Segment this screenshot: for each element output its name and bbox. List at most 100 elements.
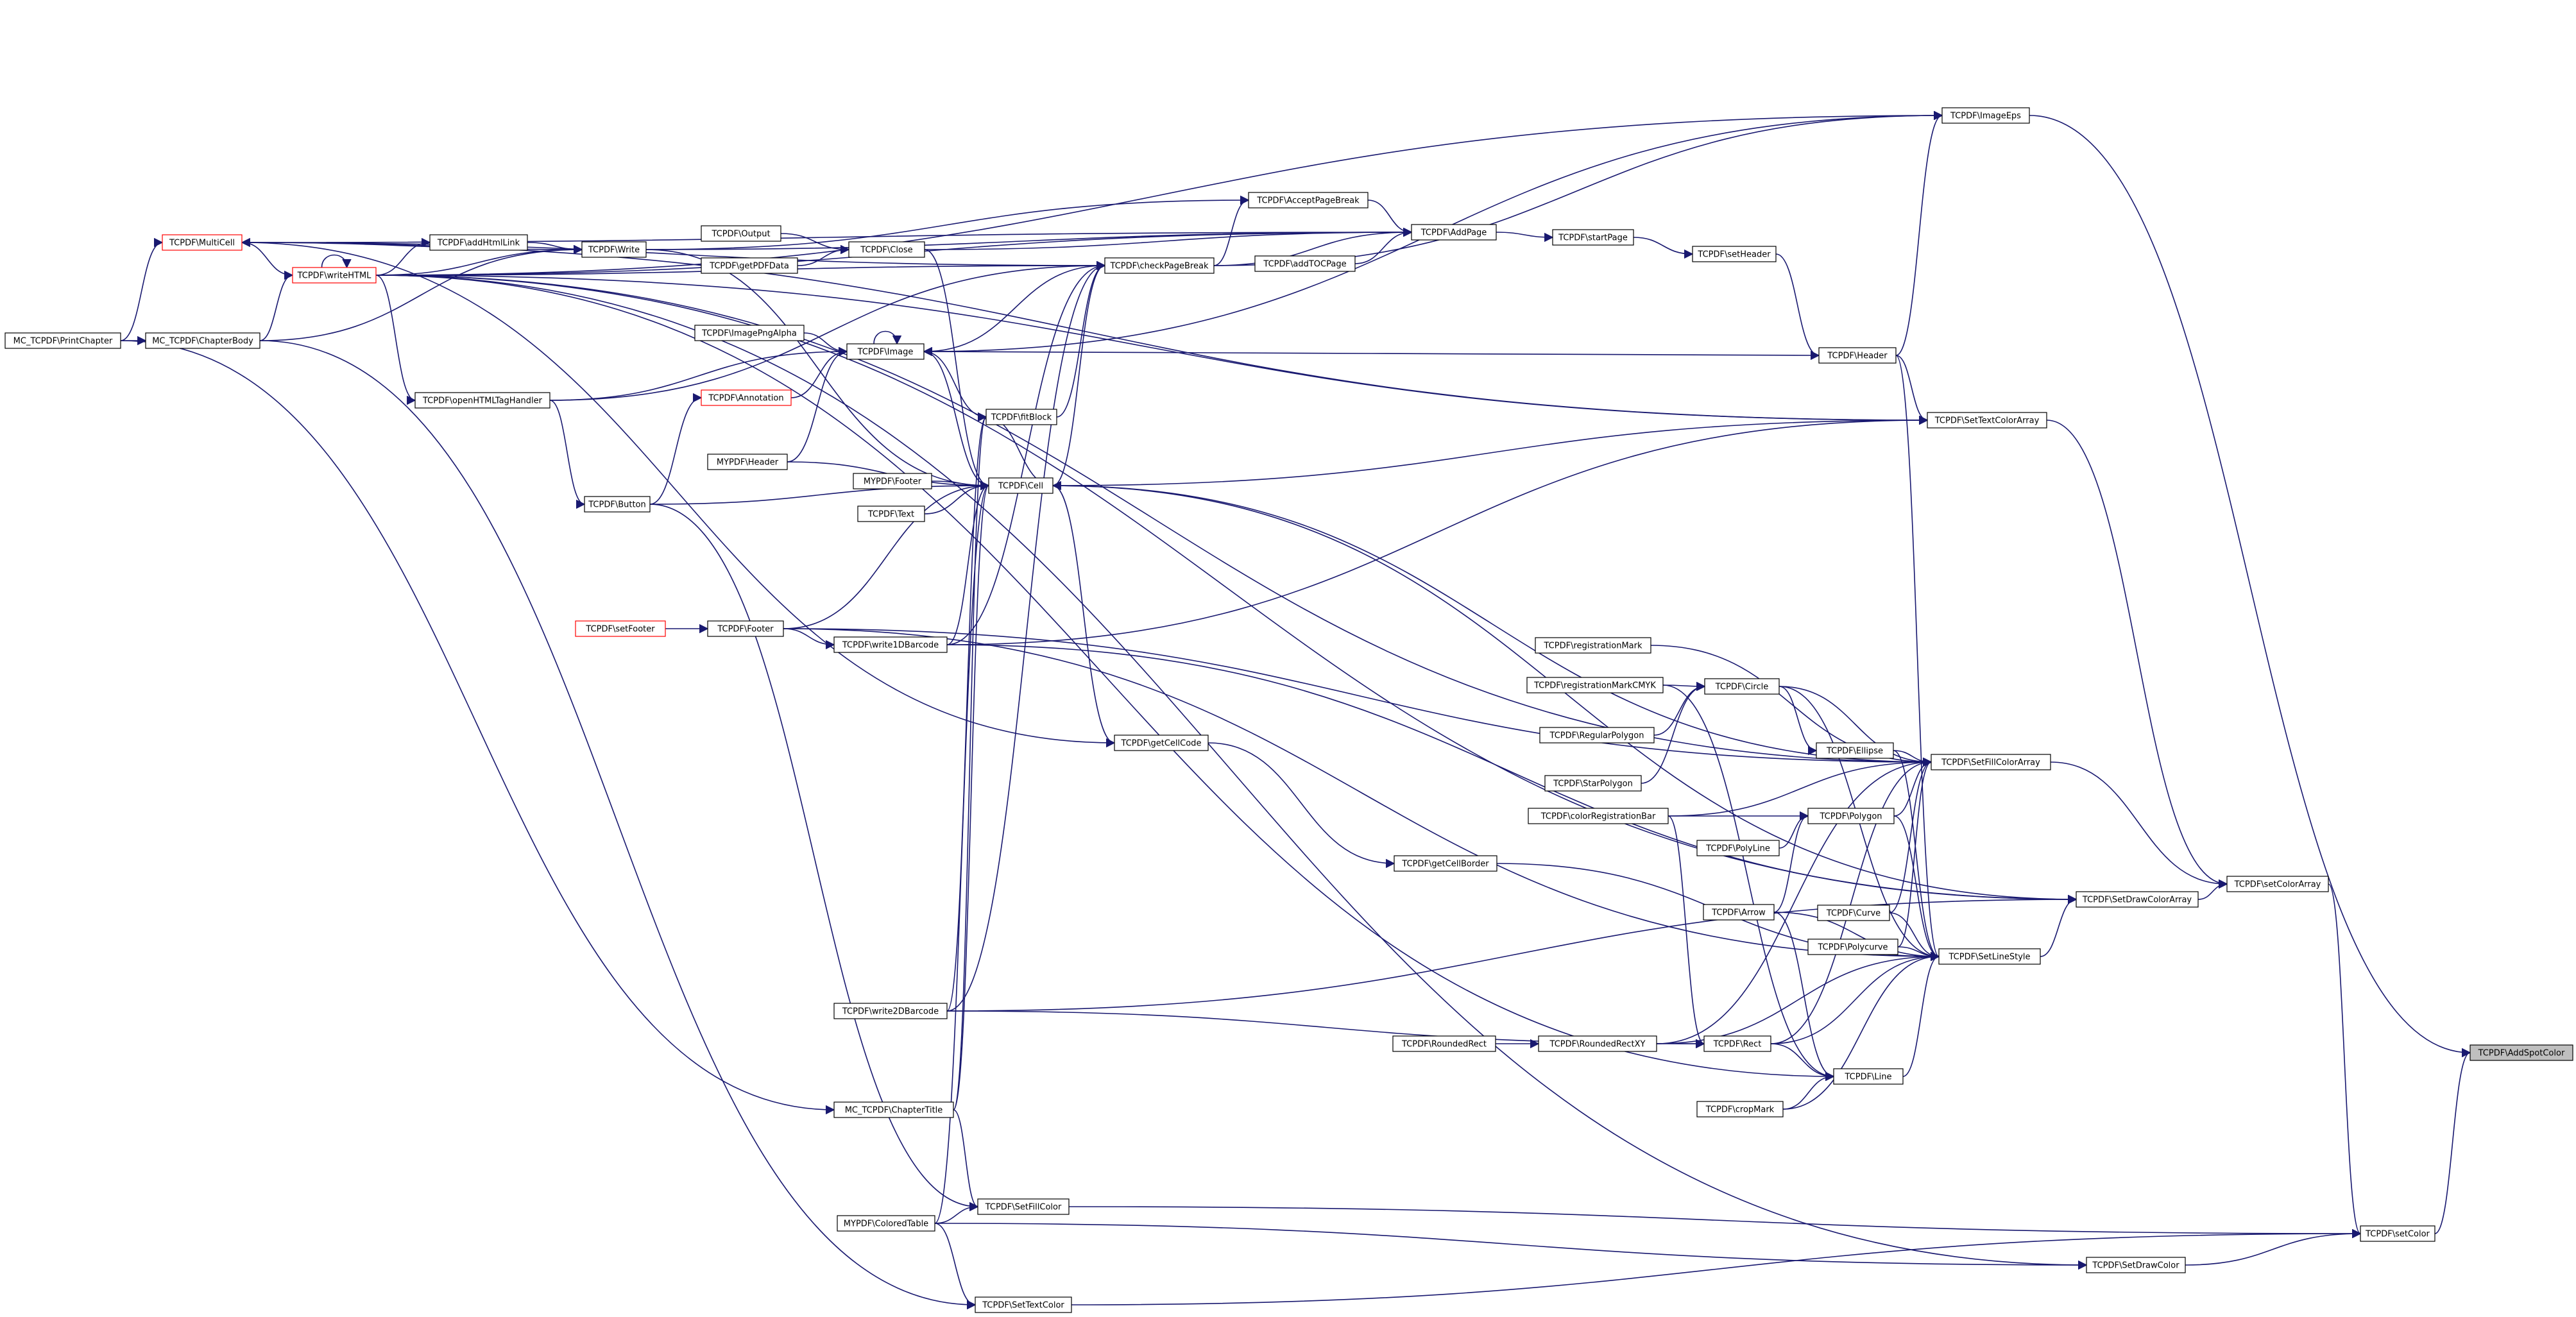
node-chaptertitle[interactable]: MC_TCPDF\ChapterTitle xyxy=(833,1101,954,1118)
node-startpage[interactable]: TCPDF\startPage xyxy=(1552,229,1634,246)
node-acceptpagebreak[interactable]: TCPDF\AcceptPageBreak xyxy=(1248,192,1369,208)
node-settextcolor[interactable]: TCPDF\SetTextColor xyxy=(975,1296,1072,1313)
node-circle[interactable]: TCPDF\Circle xyxy=(1704,678,1780,695)
call-edge-ellipse-to-setlinestyle xyxy=(1893,750,1940,962)
call-edge-coloredtable-to-settextcolor xyxy=(934,1223,977,1310)
node-addhtmllink[interactable]: TCPDF\addHtmlLink xyxy=(429,234,528,251)
node-label-addspotcolor: TCPDF\AddSpotColor xyxy=(2478,1049,2565,1058)
node-curve[interactable]: TCPDF\Curve xyxy=(1817,905,1890,921)
node-box-setdrawcolor xyxy=(2086,1257,2186,1273)
node-rect[interactable]: TCPDF\Rect xyxy=(1703,1035,1771,1052)
node-imagepngalpha[interactable]: TCPDF\ImagePngAlpha xyxy=(694,325,805,341)
node-setcolorarray[interactable]: TCPDF\setColorArray xyxy=(2226,876,2329,892)
node-output[interactable]: TCPDF\Output xyxy=(701,225,781,242)
call-edge-writehtml-to-imageeps xyxy=(375,110,1943,276)
node-setdrawcolorarray[interactable]: TCPDF\SetDrawColorArray xyxy=(2076,891,2199,908)
node-myfooter[interactable]: MYPDF\Footer xyxy=(853,473,932,489)
node-setheader[interactable]: TCPDF\setHeader xyxy=(1692,246,1777,262)
node-fitblock[interactable]: TCPDF\fitBlock xyxy=(985,409,1057,425)
node-getcellcode[interactable]: TCPDF\getCellCode xyxy=(1114,735,1209,751)
node-setfooter[interactable]: TCPDF\setFooter xyxy=(575,620,666,637)
call-edge-printchapter-to-multicell xyxy=(120,237,164,341)
node-imageeps[interactable]: TCPDF\ImageEps xyxy=(1941,107,2030,124)
node-myheader[interactable]: MYPDF\Header xyxy=(707,454,788,470)
node-addpage[interactable]: TCPDF\AddPage xyxy=(1411,224,1497,241)
node-ellipse[interactable]: TCPDF\Ellipse xyxy=(1816,742,1894,759)
call-edge-header-to-imageeps xyxy=(1895,110,1943,356)
node-label-addpage: TCPDF\AddPage xyxy=(1420,228,1487,238)
node-checkpagebreak[interactable]: TCPDF\checkPageBreak xyxy=(1104,257,1215,274)
node-write2dbarcode[interactable]: TCPDF\write2DBarcode xyxy=(833,1003,948,1019)
node-getpdfdata[interactable]: TCPDF\getPDFData xyxy=(701,257,798,274)
node-box-colorregistrationbar xyxy=(1528,808,1669,824)
node-box-button xyxy=(584,496,651,513)
node-label-myfooter: MYPDF\Footer xyxy=(864,477,922,487)
node-box-header xyxy=(1818,347,1897,364)
node-box-write2dbarcode xyxy=(833,1003,948,1019)
node-button[interactable]: TCPDF\Button xyxy=(584,496,651,513)
node-label-annotation: TCPDF\Annotation xyxy=(708,394,783,404)
call-edge-addpage-to-startpage xyxy=(1496,232,1554,242)
node-arrow[interactable]: TCPDF\Arrow xyxy=(1703,904,1775,921)
call-edge-starpolygon-to-circle xyxy=(1641,681,1706,784)
node-box-circle xyxy=(1704,678,1780,695)
node-close[interactable]: TCPDF\Close xyxy=(848,241,925,258)
node-openhtmltaghandler[interactable]: TCPDF\openHTMLTagHandler xyxy=(414,392,550,409)
node-label-coloredtable: MYPDF\ColoredTable xyxy=(844,1219,928,1229)
node-image[interactable]: TCPDF\Image xyxy=(846,343,925,360)
node-footer[interactable]: TCPDF\Footer xyxy=(707,620,784,637)
node-colorregistrationbar[interactable]: TCPDF\colorRegistrationBar xyxy=(1528,808,1669,824)
call-edge-chaptertitle-to-fitblock xyxy=(953,412,987,1110)
node-box-imageeps xyxy=(1941,107,2030,124)
node-polygon[interactable]: TCPDF\Polygon xyxy=(1807,808,1895,824)
node-writehtml[interactable]: TCPDF\writeHTML xyxy=(292,267,377,284)
node-setfillcolor[interactable]: TCPDF\SetFillColor xyxy=(977,1198,1070,1215)
call-edge-cell-to-setfillcolorarray xyxy=(1052,485,1932,767)
node-write1dbarcode[interactable]: TCPDF\write1DBarcode xyxy=(833,636,948,653)
node-box-roundedrect xyxy=(1392,1035,1496,1052)
node-annotation[interactable]: TCPDF\Annotation xyxy=(701,389,792,406)
node-addtocpage[interactable]: TCPDF\addTOCPage xyxy=(1254,255,1356,272)
node-registrationmarkcmyk[interactable]: TCPDF\registrationMarkCMYK xyxy=(1526,677,1664,693)
node-polycurve[interactable]: TCPDF\Polycurve xyxy=(1807,939,1898,955)
node-registrationmark[interactable]: TCPDF\registrationMark xyxy=(1535,637,1651,654)
node-starpolygon[interactable]: TCPDF\StarPolygon xyxy=(1544,775,1642,792)
node-label-line: TCPDF\Line xyxy=(1844,1073,1891,1082)
node-line[interactable]: TCPDF\Line xyxy=(1833,1068,1904,1085)
node-box-getcellcode xyxy=(1114,735,1209,751)
node-printchapter[interactable]: MC_TCPDF\PrintChapter xyxy=(4,332,121,349)
node-regularpolygon[interactable]: TCPDF\RegularPolygon xyxy=(1539,727,1655,743)
node-cell[interactable]: TCPDF\Cell xyxy=(988,477,1053,494)
node-chapterbody[interactable]: MC_TCPDF\ChapterBody xyxy=(145,332,260,349)
node-addspotcolor[interactable]: TCPDF\AddSpotColor xyxy=(2469,1044,2573,1061)
node-settextcolorarray[interactable]: TCPDF\SetTextColorArray xyxy=(1927,412,2047,429)
node-roundedrect[interactable]: TCPDF\RoundedRect xyxy=(1392,1035,1496,1052)
node-polyline[interactable]: TCPDF\PolyLine xyxy=(1696,840,1780,856)
node-multicell[interactable]: TCPDF\MultiCell xyxy=(162,234,243,251)
call-edge-button-to-annotation xyxy=(649,393,703,505)
node-text[interactable]: TCPDF\Text xyxy=(857,506,925,522)
call-edge-footer-to-cell xyxy=(783,480,990,629)
node-write[interactable]: TCPDF\Write xyxy=(581,241,647,258)
node-label-printchapter: MC_TCPDF\PrintChapter xyxy=(13,337,113,346)
call-edge-write2dbarcode-to-setdrawcolorarray xyxy=(946,894,2077,1012)
node-label-setlinestyle: TCPDF\SetLineStyle xyxy=(1948,953,2030,962)
node-label-registrationmark: TCPDF\registrationMark xyxy=(1543,642,1642,651)
node-setcolor[interactable]: TCPDF\setColor xyxy=(2360,1225,2435,1242)
node-setdrawcolor[interactable]: TCPDF\SetDrawColor xyxy=(2086,1257,2186,1273)
node-setfillcolorarray[interactable]: TCPDF\SetFillColorArray xyxy=(1931,754,2051,770)
node-box-startpage xyxy=(1552,229,1634,246)
node-header[interactable]: TCPDF\Header xyxy=(1818,347,1897,364)
node-box-addpage xyxy=(1411,224,1497,241)
node-box-setdrawcolorarray xyxy=(2076,891,2199,908)
node-label-roundedrectxy: TCPDF\RoundedRectXY xyxy=(1549,1040,1646,1049)
node-getcellborder[interactable]: TCPDF\getCellBorder xyxy=(1394,855,1497,872)
node-cropmark[interactable]: TCPDF\cropMark xyxy=(1696,1101,1784,1117)
node-coloredtable[interactable]: MYPDF\ColoredTable xyxy=(837,1215,935,1232)
node-box-acceptpagebreak xyxy=(1248,192,1369,208)
node-setlinestyle[interactable]: TCPDF\SetLineStyle xyxy=(1938,948,2041,965)
node-box-myfooter xyxy=(853,473,932,489)
call-edge-write-to-acceptpagebreak xyxy=(645,195,1250,250)
node-label-write1dbarcode: TCPDF\write1DBarcode xyxy=(842,641,939,650)
node-roundedrectxy[interactable]: TCPDF\RoundedRectXY xyxy=(1538,1035,1657,1052)
